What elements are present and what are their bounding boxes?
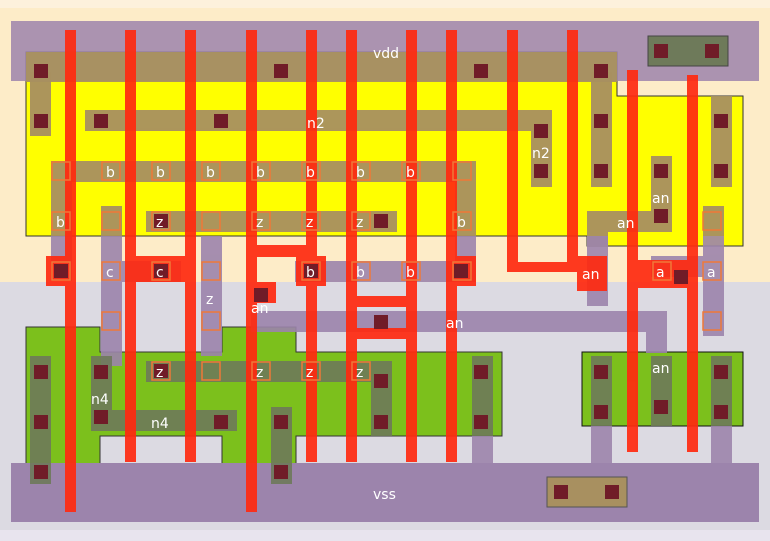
pin-b: b	[206, 165, 215, 181]
via-outlines	[51, 161, 722, 381]
pin-z: z	[256, 365, 263, 381]
pin-z: z	[156, 215, 163, 231]
pin-z: z	[356, 215, 363, 231]
net-label-an: an	[652, 191, 669, 207]
pin-b: b	[56, 215, 65, 231]
pin-z: z	[306, 215, 313, 231]
pin-z: z	[156, 365, 163, 381]
pin-z: z	[306, 365, 313, 381]
pin-a: a	[656, 265, 665, 281]
pin-a: a	[707, 265, 716, 281]
pin-b: b	[306, 165, 315, 181]
net-label-an: an	[251, 301, 268, 317]
net-label-n2: n2	[532, 146, 550, 162]
contacts	[34, 44, 728, 499]
pin-b: b	[457, 215, 466, 231]
pin-b: b	[156, 165, 165, 181]
pin-b: b	[306, 265, 315, 281]
vss-label: vss	[373, 487, 396, 503]
pin-b: b	[356, 165, 365, 181]
net-label-an: an	[446, 316, 463, 332]
net-label-an: an	[582, 267, 599, 283]
pin-b: b	[106, 165, 115, 181]
pin-b: b	[356, 265, 365, 281]
bottom-strip	[0, 530, 770, 541]
vdd-label: vdd	[373, 46, 399, 62]
pin-c: c	[106, 265, 114, 281]
pin-c: c	[156, 265, 164, 281]
vss-rail	[11, 463, 759, 522]
pin-b: b	[406, 265, 415, 281]
pin-z: z	[356, 365, 363, 381]
pin-b: b	[256, 165, 265, 181]
net-label-n2: n2	[307, 116, 325, 132]
net-label-z: z	[206, 292, 213, 308]
top-strip	[0, 0, 770, 8]
net-label-an: an	[652, 361, 669, 377]
net-label-n4: n4	[151, 416, 169, 432]
vdd-diff-strip	[26, 52, 617, 82]
net-label-an: an	[617, 216, 634, 232]
net-label-n4: n4	[91, 392, 109, 408]
pin-z: z	[256, 215, 263, 231]
pin-b: b	[406, 165, 415, 181]
